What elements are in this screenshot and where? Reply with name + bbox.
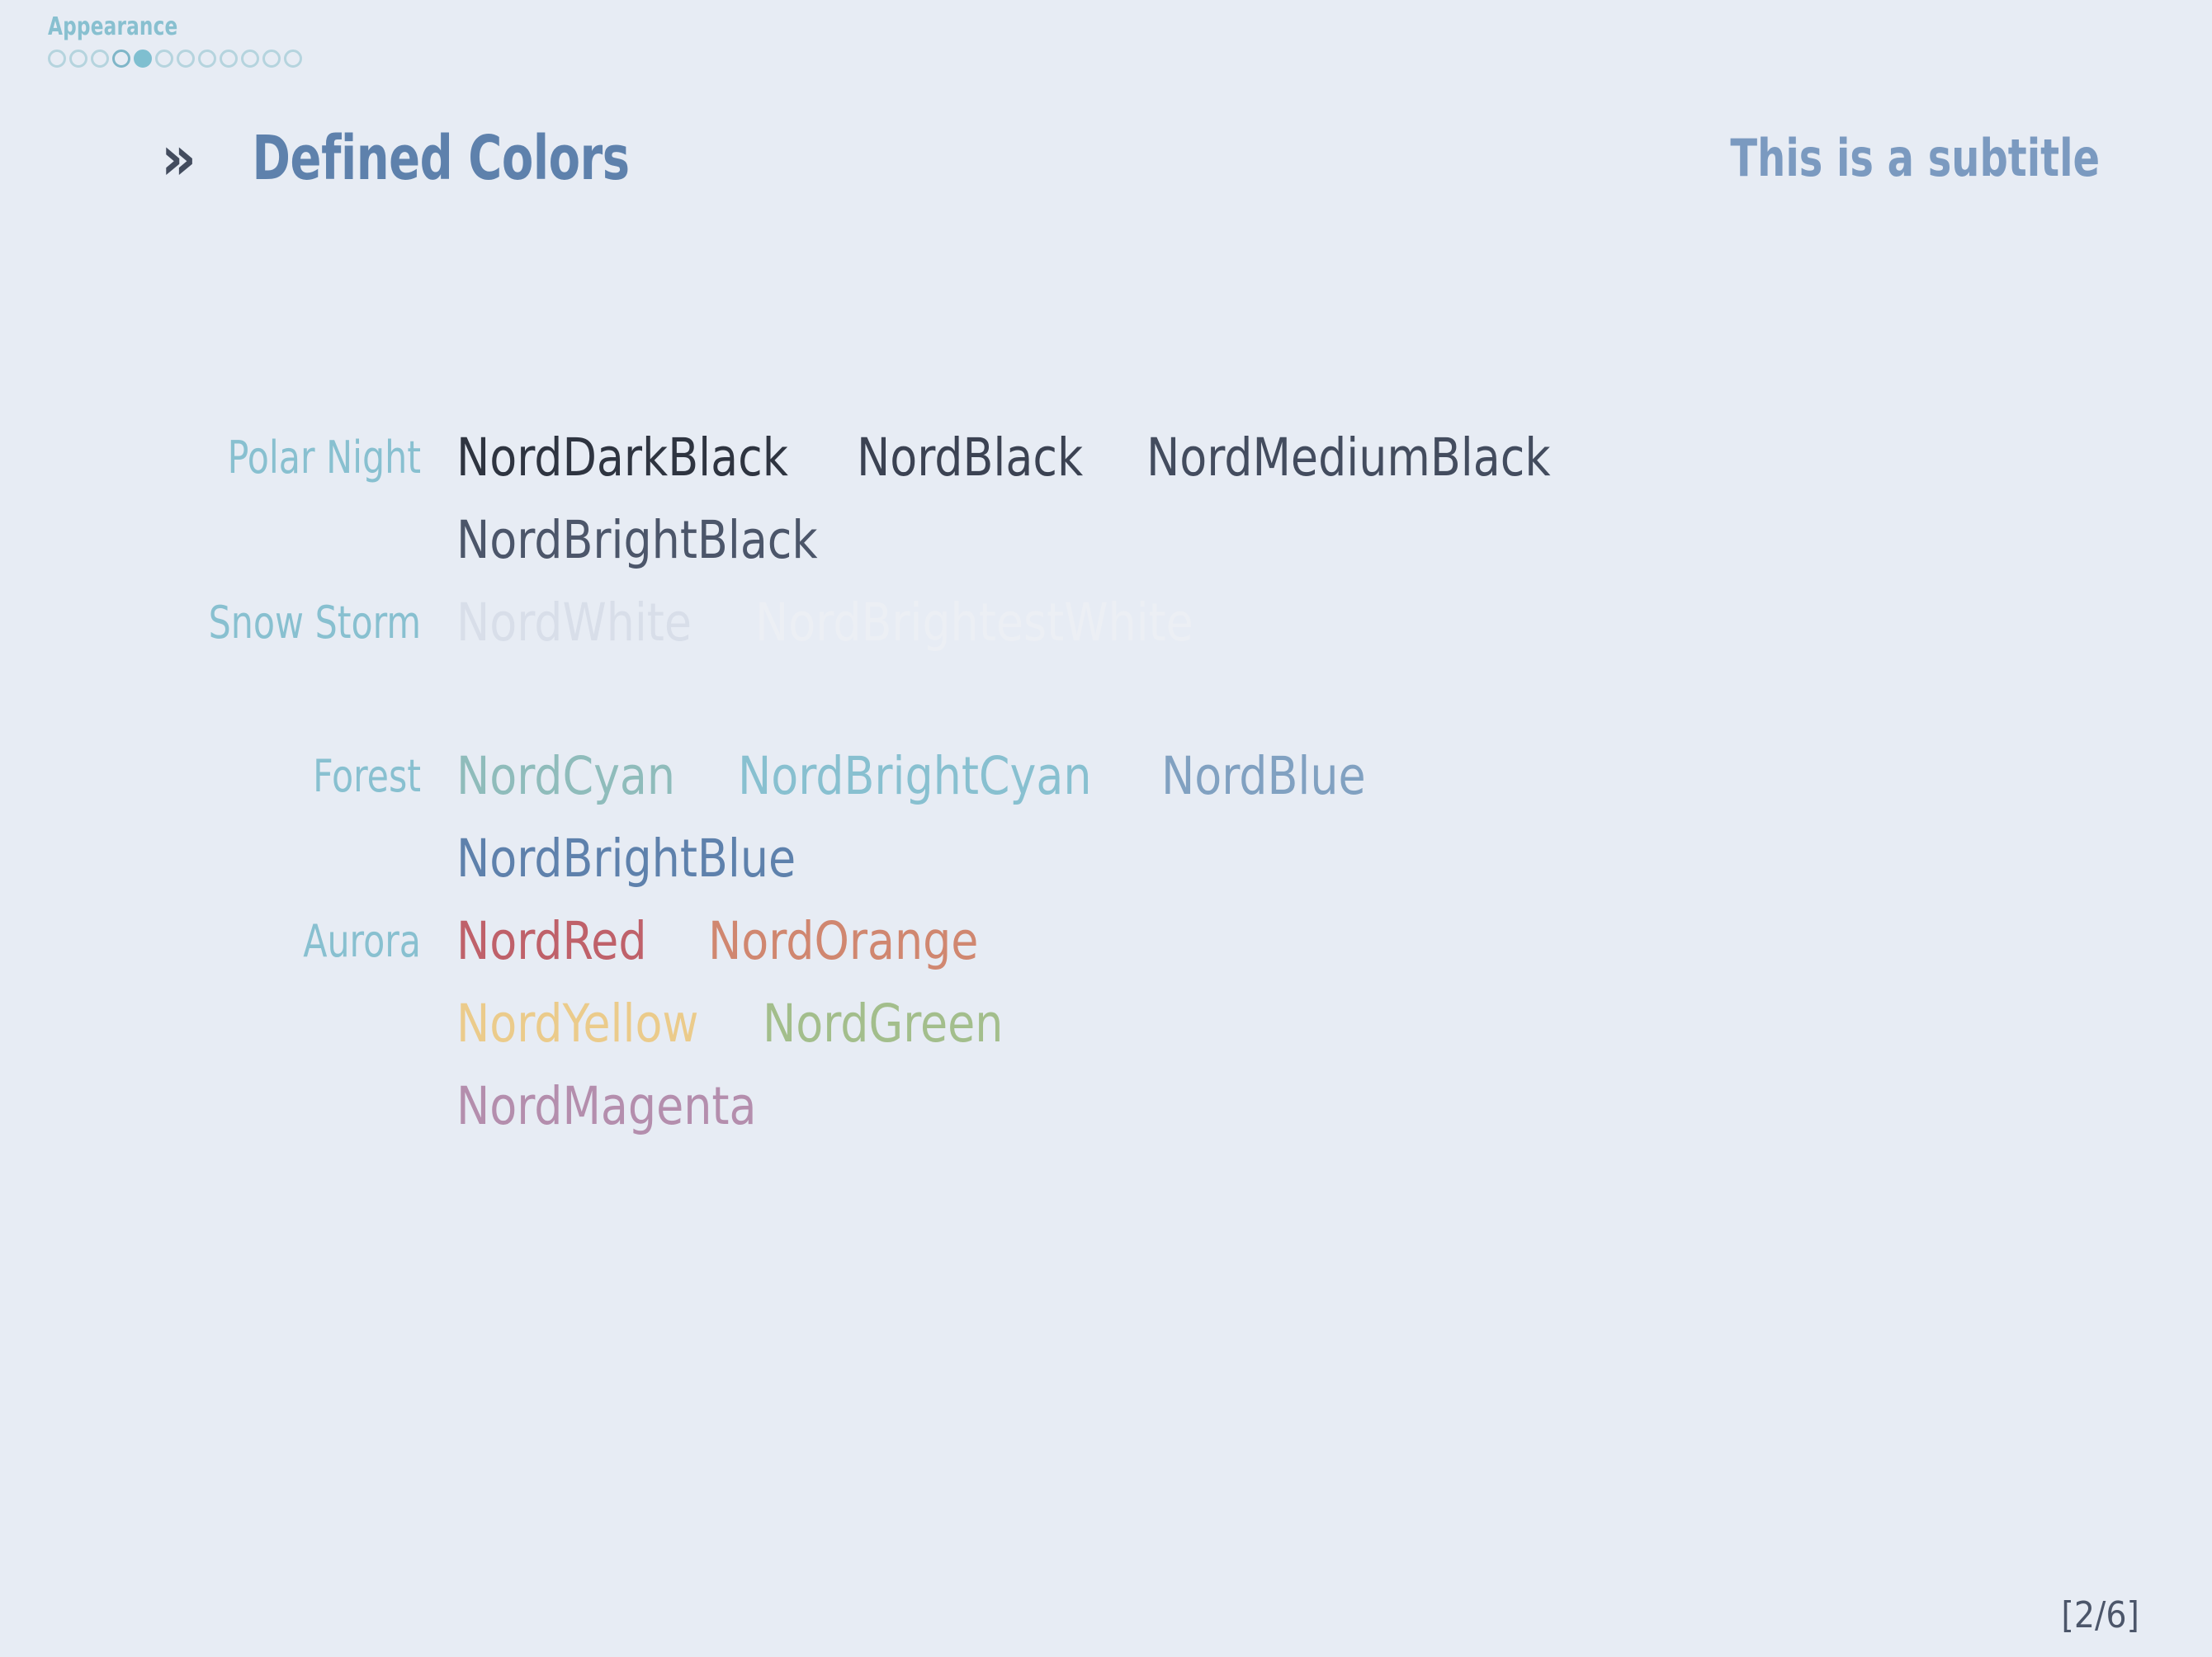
progress-dot-empty[interactable] [220,50,238,68]
palette-group-label: Polar Night [227,432,421,484]
section-name: Appearance [48,12,178,41]
progress-dot-empty[interactable] [284,50,302,68]
palette-group: Polar Night NordDarkBlack NordBlack NordMed… [0,417,2212,582]
frame-title: » Defined Colors [161,128,665,189]
color-palette: Polar Night NordDarkBlack NordBlack NordMed… [0,417,2212,1148]
progress-dot-empty[interactable] [198,50,216,68]
progress-dot-visited[interactable] [112,50,130,68]
slide-progress-dots[interactable] [48,50,791,68]
progress-dot-current[interactable] [134,50,152,68]
progress-dot-empty[interactable] [48,50,66,68]
color-swatch-label: NordMediumBlack [1146,427,1551,488]
color-swatch-label: NordBrightBlue [456,828,796,889]
color-swatch-label: NordRed [456,911,647,971]
page-number: [2/6] [2061,1594,2139,1636]
frame-title-text: Defined Colors [252,123,631,194]
frame-subtitle: This is a subtitle [1729,128,2100,188]
color-swatch-label: NordMagenta [456,1076,757,1136]
frame-title-bar: » Defined Colors This is a subtitle [0,128,2212,227]
color-swatch-label: NordDarkBlack [456,427,788,488]
color-swatch-label: NordWhite [456,592,692,653]
palette-group-label: Aurora [303,915,421,967]
color-swatch-label: NordBrightBlack [456,510,818,570]
color-swatch-label: NordGreen [762,994,1004,1054]
color-swatch-label: NordBrightCyan [738,746,1092,806]
progress-dot-empty[interactable] [241,50,259,68]
progress-dot-empty[interactable] [155,50,173,68]
color-swatch-label: NordOrange [707,911,979,971]
section-header: Appearance [48,15,791,68]
progress-dot-empty[interactable] [69,50,87,68]
color-swatch-label: NordCyan [456,746,676,806]
color-swatch-label: NordBrightestWhite [755,592,1193,653]
color-swatch-label: NordBlue [1161,746,1366,806]
progress-dot-empty[interactable] [177,50,195,68]
progress-dot-empty[interactable] [262,50,281,68]
palette-group: Snow Storm NordWhite NordBrightestWhite [0,582,2212,664]
palette-group-swatches: NordWhite NordBrightestWhite [421,582,1268,664]
progress-dot-empty[interactable] [91,50,109,68]
palette-group-label: Snow Storm [208,597,422,649]
color-swatch-label: NordBlack [857,427,1084,488]
palette-group-label: Forest [313,750,421,802]
color-swatch-label: NordYellow [456,994,699,1054]
title-marker-icon: » [161,123,196,194]
